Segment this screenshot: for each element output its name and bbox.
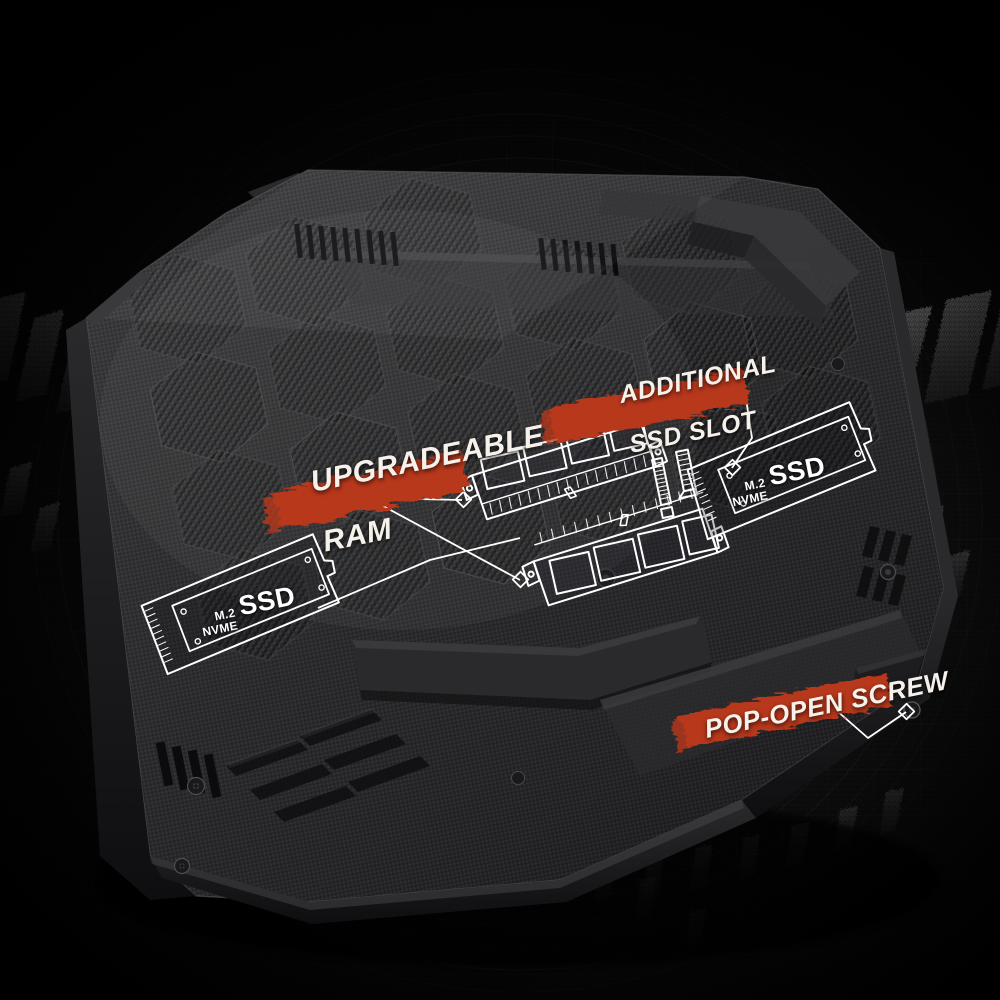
leader-lines — [317, 391, 916, 739]
bottom-left-vent-slashes — [226, 710, 430, 822]
rear-vent-fins — [294, 223, 619, 277]
chassis-facets — [598, 190, 860, 330]
brush-strokes — [262, 368, 893, 750]
brush-stroke-ram — [262, 452, 470, 532]
brush-stroke-screw — [672, 672, 893, 750]
brush-stroke-ssd — [540, 368, 750, 444]
wireframe-overlay — [140, 391, 916, 739]
m2-ssd-module-left — [140, 533, 340, 676]
corner-screws — [173, 357, 921, 875]
m2-ssd-module-right — [686, 401, 877, 541]
right-vent-slashes — [856, 526, 912, 606]
ram-module-1 — [459, 413, 669, 521]
ram-module-2 — [521, 488, 730, 607]
m2-slot-connectors — [651, 448, 698, 520]
